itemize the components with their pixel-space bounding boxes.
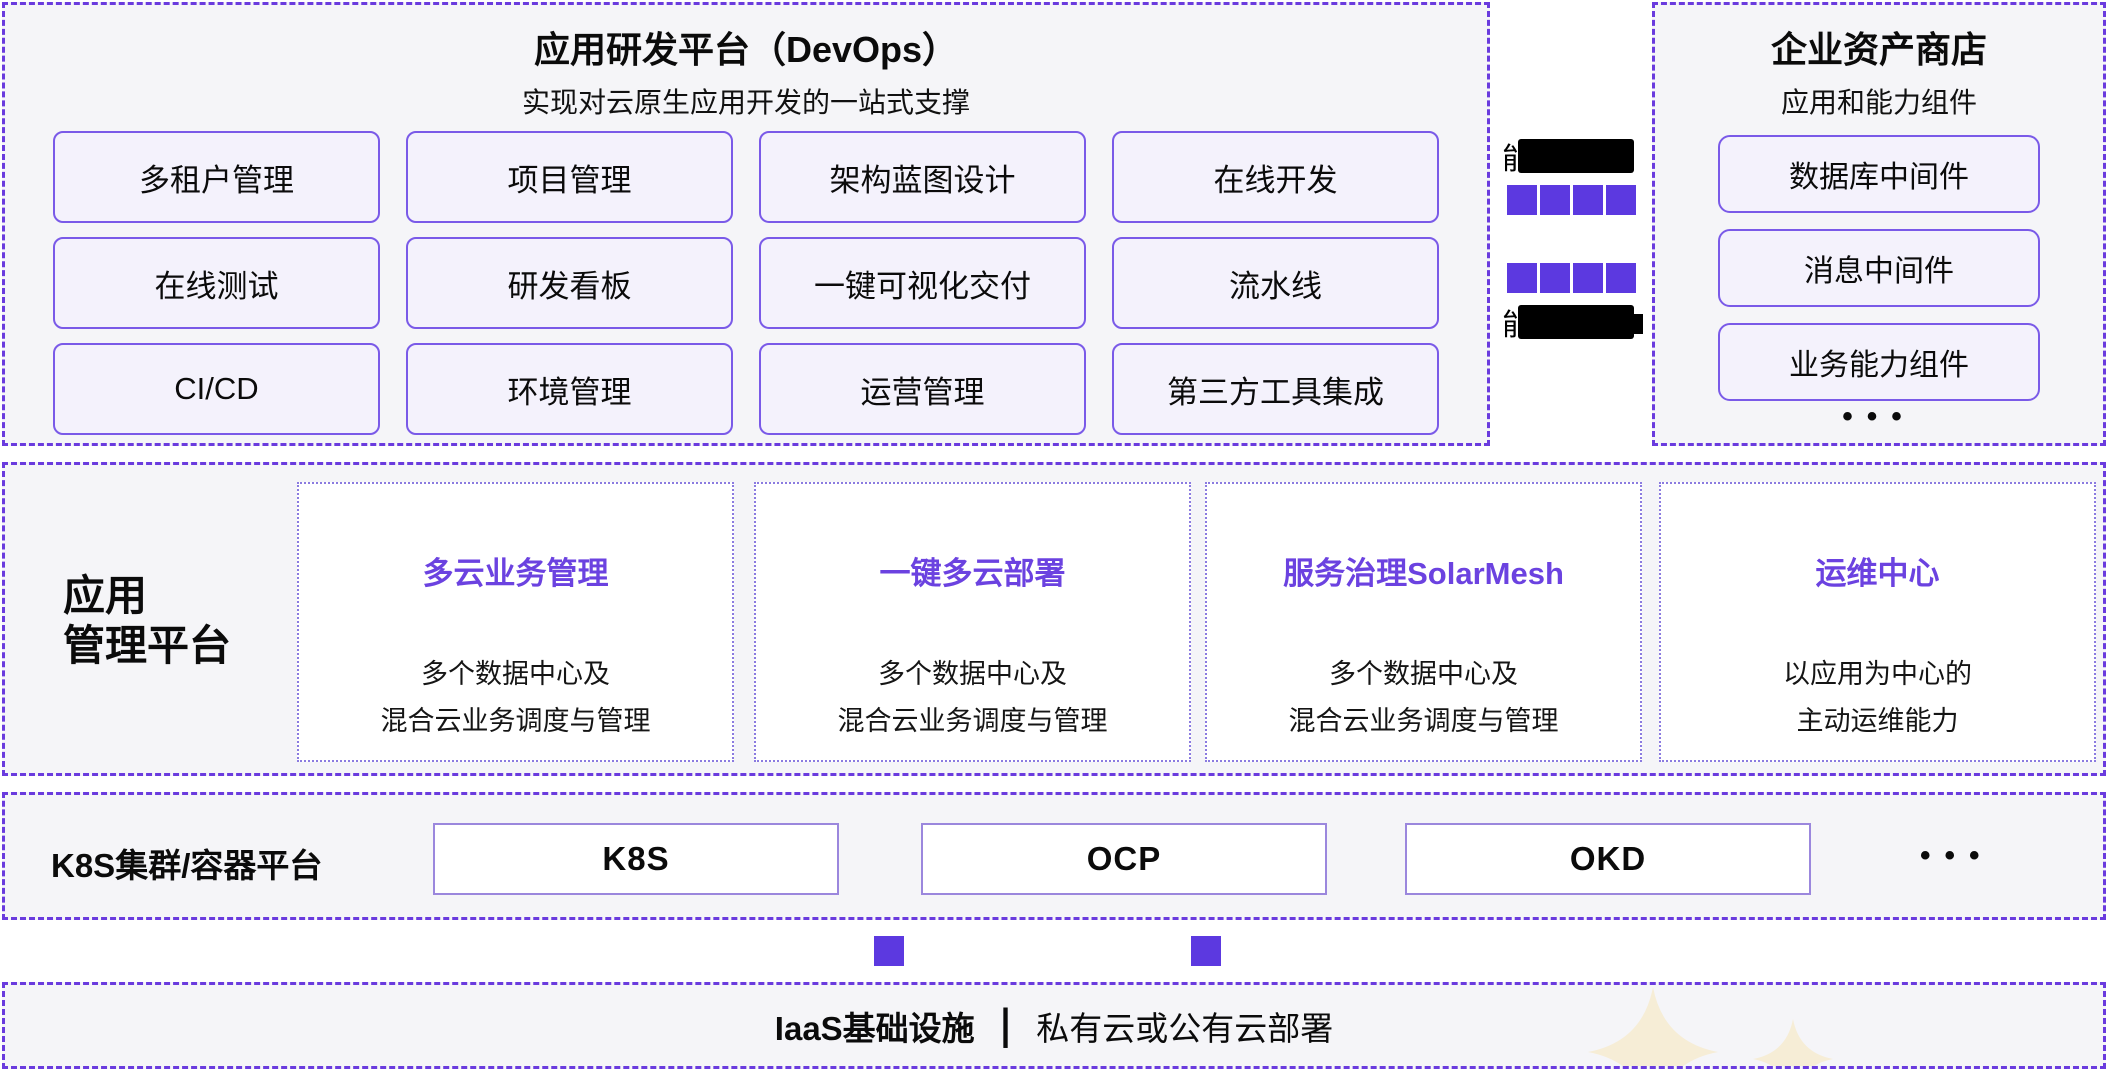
devops-feature-chip: CI/CD [53,343,380,435]
app-card-desc: 多个数据中心及 混合云业务调度与管理 [1207,651,1640,745]
link-square [1507,263,1537,293]
devops-feature-chip: 架构蓝图设计 [759,131,1086,223]
app-card-desc-line: 混合云业务调度与管理 [1288,706,1559,736]
app-card-title: 多云业务管理 [422,556,609,591]
app-management-band: 应用 管理平台 多云业务管理 多个数据中心及 混合云业务调度与管理 一键多云部署… [2,462,2106,776]
connector-square [874,936,904,966]
app-management-label: 应用 管理平台 [63,571,231,671]
app-card-title: 运维中心 [1815,556,1940,591]
devops-feature-chip: 项目管理 [406,131,733,223]
link-square [1606,263,1636,293]
app-card-desc: 以应用为中心的 主动运维能力 [1661,651,2094,745]
k8s-box: K8S [433,823,839,895]
devops-feature-grid: 多租户管理 项目管理 架构蓝图设计 在线开发 在线测试 研发看板 一键可视化交付… [53,131,1439,435]
link-squares-row-bottom [1507,263,1636,293]
devops-feature-chip: 研发看板 [406,237,733,329]
app-management-label-line2: 管理平台 [63,622,232,669]
app-card-multicloud-mgmt: 多云业务管理 多个数据中心及 混合云业务调度与管理 [297,482,734,762]
capability-links-column: 能 能 [1490,2,1652,446]
app-card-desc: 多个数据中心及 混合云业务调度与管理 [756,651,1189,745]
devops-feature-chip: 流水线 [1112,237,1439,329]
link-square [1573,263,1603,293]
app-card-desc-line: 主动运维能力 [1796,706,1959,736]
asset-store-chip: 消息中间件 [1718,229,2040,307]
iaas-subtitle: 私有云或公有云部署 [1036,1009,1334,1047]
k8s-more-dots: ••• [1920,839,1994,872]
k8s-band-label: K8S集群/容器平台 [51,847,323,884]
app-card-desc: 多个数据中心及 混合云业务调度与管理 [299,651,732,745]
app-card-onekey-deploy: 一键多云部署 多个数据中心及 混合云业务调度与管理 [754,482,1191,762]
link-square [1573,185,1603,215]
devops-feature-chip: 多租户管理 [53,131,380,223]
link-square [1606,185,1636,215]
app-card-desc-line: 混合云业务调度与管理 [380,706,651,736]
app-card-title: 服务治理SolarMesh [1283,556,1564,591]
devops-feature-chip: 环境管理 [406,343,733,435]
link-squares-row-top [1507,185,1636,215]
redaction-bar [1518,305,1643,339]
app-card-desc-line: 混合云业务调度与管理 [837,706,1108,736]
k8s-platform-band: K8S集群/容器平台 K8S OCP OKD ••• [2,792,2106,920]
link-square [1507,185,1537,215]
ocp-box: OCP [921,823,1327,895]
iaas-separator: | [1000,1001,1011,1049]
app-card-desc-line: 多个数据中心及 [878,659,1067,689]
asset-store-subtitle: 应用和能力组件 [1780,87,1977,118]
sparkle-watermark [1588,987,1834,1066]
capability-label-bottom: 能 [1502,304,1643,342]
iaas-title: IaaS基础设施 [774,1009,975,1047]
app-card-title: 一键多云部署 [879,556,1066,591]
link-square [1540,263,1570,293]
iaas-band: IaaS基础设施 | 私有云或公有云部署 [2,982,2106,1069]
app-card-desc-line: 以应用为中心的 [1783,659,1972,689]
link-square [1540,185,1570,215]
asset-store-title: 企业资产商店 [1770,29,1987,70]
app-card-service-governance: 服务治理SolarMesh 多个数据中心及 混合云业务调度与管理 [1205,482,1642,762]
capability-label-top: 能 [1502,138,1634,176]
asset-store-chip: 数据库中间件 [1718,135,2040,213]
connector-square [1191,936,1221,966]
devops-platform-panel: 应用研发平台（DevOps） 实现对云原生应用开发的一站式支撑 多租户管理 项目… [2,2,1490,446]
app-management-label-line1: 应用 [63,572,148,619]
asset-store-panel: 企业资产商店 应用和能力组件 数据库中间件 消息中间件 业务能力组件 ••• [1652,2,2106,446]
devops-feature-chip: 第三方工具集成 [1112,343,1439,435]
asset-store-list: 数据库中间件 消息中间件 业务能力组件 [1718,135,2040,401]
app-card-ops-center: 运维中心 以应用为中心的 主动运维能力 [1659,482,2096,762]
app-card-desc-line: 多个数据中心及 [421,659,610,689]
app-card-desc-line: 多个数据中心及 [1329,659,1518,689]
devops-panel-subtitle: 实现对云原生应用开发的一站式支撑 [521,87,970,118]
asset-store-more-dots: ••• [1842,400,1916,433]
okd-box: OKD [1405,823,1811,895]
asset-store-chip: 业务能力组件 [1718,323,2040,401]
redaction-bar [1518,139,1634,173]
devops-panel-title: 应用研发平台（DevOps） [533,29,959,70]
devops-feature-chip: 一键可视化交付 [759,237,1086,329]
devops-feature-chip: 运营管理 [759,343,1086,435]
devops-feature-chip: 在线测试 [53,237,380,329]
devops-feature-chip: 在线开发 [1112,131,1439,223]
